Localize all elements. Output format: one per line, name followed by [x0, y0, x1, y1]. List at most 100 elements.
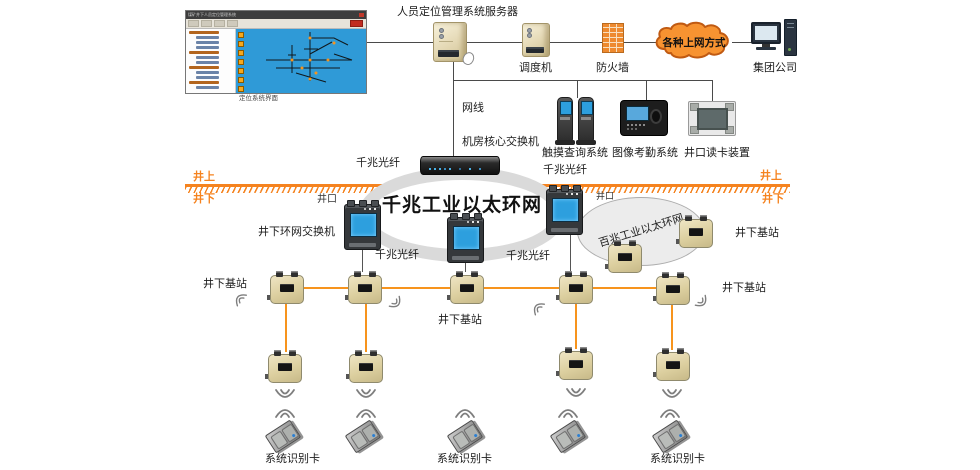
tree-group[interactable] [189, 31, 219, 34]
base-station-icon [447, 271, 484, 304]
tree-group[interactable] [189, 51, 219, 54]
wifi-arc-icon [388, 295, 401, 308]
area-tree-panel[interactable] [186, 29, 236, 93]
tree-item[interactable] [196, 36, 219, 39]
cable-drop [285, 302, 287, 352]
touch-query-kiosks-icon [555, 97, 596, 146]
mine-map-drawing [266, 32, 353, 83]
tree-item[interactable] [196, 41, 219, 44]
mine-map-view[interactable] [236, 29, 366, 93]
link-switch-station [570, 230, 571, 272]
base-station-icon [676, 215, 713, 248]
fiber-label-bottom-left: 千兆光纤 [375, 248, 419, 261]
link-firewall-cloud [624, 42, 656, 43]
wifi-down-arc-icon [566, 388, 586, 397]
core-rack-switch-icon [420, 156, 500, 175]
tree-item[interactable] [196, 76, 219, 79]
attendance-label: 图像考勤系统 [612, 146, 678, 159]
rfid-card-icon [446, 419, 484, 454]
link-switch-station [362, 248, 363, 272]
tree-group[interactable] [189, 66, 219, 69]
surface-label-right: 井上 [760, 169, 782, 182]
wellhead-label-left: 井口 [317, 194, 337, 205]
base-station-icon [653, 348, 690, 381]
toolbar-button[interactable] [188, 20, 199, 27]
fiber-label-top-right: 千兆光纤 [543, 163, 587, 176]
window-titlebar: 煤矿井下人员定位管理系统 [186, 11, 366, 19]
tree-item[interactable] [196, 86, 219, 89]
close-icon[interactable] [359, 13, 364, 17]
rfid-card-icon [264, 419, 302, 454]
drop-attendance [646, 80, 647, 101]
fiber-label-bottom-right: 千兆光纤 [506, 249, 550, 262]
wifi-down-arc-icon [275, 389, 295, 398]
tree-item[interactable] [196, 56, 219, 59]
internet-cloud-icon: 各种上网方式 [652, 21, 736, 61]
base-station-label: 井下基站 [438, 313, 482, 326]
cable-drop [671, 301, 673, 350]
alarm-button[interactable] [350, 20, 363, 27]
base-station-icon [265, 350, 302, 383]
id-card-label: 系统识别卡 [265, 452, 320, 465]
dispatcher-label: 调度机 [519, 61, 552, 74]
monitoring-app-window: 煤矿井下人员定位管理系统 [185, 10, 367, 94]
fiber-label-top-left: 千兆光纤 [356, 156, 400, 169]
cable-drop [365, 302, 367, 352]
wellhead-reader-icon [688, 101, 736, 136]
gigabit-ring-label: 千兆工业以太环网 [381, 194, 542, 216]
wifi-up-arc-icon [660, 409, 680, 418]
firewall-label: 防火墙 [596, 61, 629, 74]
id-card-label: 系统识别卡 [650, 452, 705, 465]
underground-label-left: 井下 [193, 192, 215, 205]
wellhead-label-right: 井口 [596, 192, 615, 202]
wifi-up-arc-icon [455, 409, 475, 418]
surface-label-left: 井上 [193, 170, 215, 183]
cable-drop [575, 299, 577, 349]
toolbar-button[interactable] [227, 20, 238, 27]
branch-line [453, 80, 712, 81]
underground-label-right: 井下 [762, 192, 784, 205]
toolbar-button[interactable] [214, 20, 225, 27]
base-station-icon [267, 271, 304, 304]
ring-switch-icon [344, 200, 381, 250]
company-label: 集团公司 [753, 61, 797, 74]
tree-item[interactable] [196, 61, 219, 64]
touch-query-label: 触摸查询系统 [542, 146, 608, 159]
firewall-icon [602, 23, 624, 53]
wellhead-reader-label: 井口读卡装置 [684, 146, 750, 159]
base-station-icon [556, 271, 593, 304]
rfid-card-icon [344, 419, 382, 454]
tree-item[interactable] [196, 71, 219, 74]
wifi-arc-icon [533, 303, 546, 316]
wifi-up-arc-icon [356, 409, 376, 418]
link-window-server [367, 42, 433, 43]
window-title: 煤矿井下人员定位管理系统 [188, 12, 236, 17]
ring-switch-label: 井下环网交换机 [258, 225, 335, 238]
attendance-device-icon [620, 100, 668, 136]
pc-tower-icon [784, 19, 797, 56]
company-computer-icon [751, 19, 799, 59]
base-station-icon [605, 240, 642, 273]
wifi-down-arc-icon [356, 389, 376, 398]
base-station-label: 井下基站 [722, 281, 766, 294]
wifi-arc-icon [694, 294, 707, 307]
link-dispatcher-firewall [550, 42, 603, 43]
base-station-icon [653, 272, 690, 305]
monitor-icon [751, 22, 781, 44]
core-switch-label: 机房核心交换机 [462, 135, 539, 148]
dispatcher-server-icon [522, 23, 550, 57]
tree-item[interactable] [196, 46, 219, 49]
link-switch-station [465, 258, 466, 272]
link-cloud-company [732, 42, 753, 43]
base-station-label: 井下基站 [735, 226, 779, 239]
tree-group[interactable] [189, 81, 219, 84]
rfid-card-icon [549, 419, 587, 454]
map-tool-strip[interactable] [238, 32, 244, 92]
base-station-icon [346, 350, 383, 383]
toolbar-button[interactable] [201, 20, 212, 27]
cable-label: 网线 [462, 101, 484, 114]
wifi-down-arc-icon [662, 389, 682, 398]
drop-reader [712, 80, 713, 102]
ring-switch-icon [447, 213, 484, 263]
